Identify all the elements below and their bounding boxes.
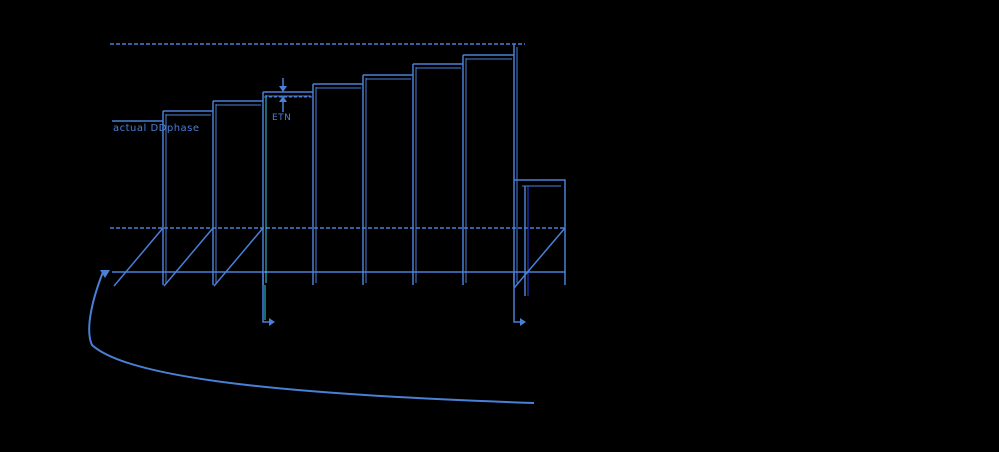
annotations: [88, 78, 535, 404]
dashed-guide-lines: [110, 43, 565, 273]
actual-phase-label: actual DDphase: [113, 123, 200, 134]
diagonal-ramp: [513, 227, 566, 289]
marker-arrow-icon: [520, 318, 526, 326]
marker-arrow-icon: [269, 318, 275, 326]
diagonal-ramps: [113, 227, 566, 289]
last-step: [514, 179, 566, 285]
marker-line: [262, 272, 270, 323]
delta-arrow-down-icon: [279, 86, 287, 92]
diagonal-ramp: [163, 227, 214, 287]
curve-arrowhead-icon: [100, 270, 110, 278]
diagonal-ramp: [213, 227, 264, 287]
diagonal-ramp: [113, 227, 164, 287]
delta-label: ETN: [272, 113, 292, 123]
staircase-bars: [112, 44, 566, 296]
delta-arrow-up-icon: [279, 96, 287, 102]
marker-line: [513, 272, 521, 323]
feedback-curve: [88, 271, 535, 404]
